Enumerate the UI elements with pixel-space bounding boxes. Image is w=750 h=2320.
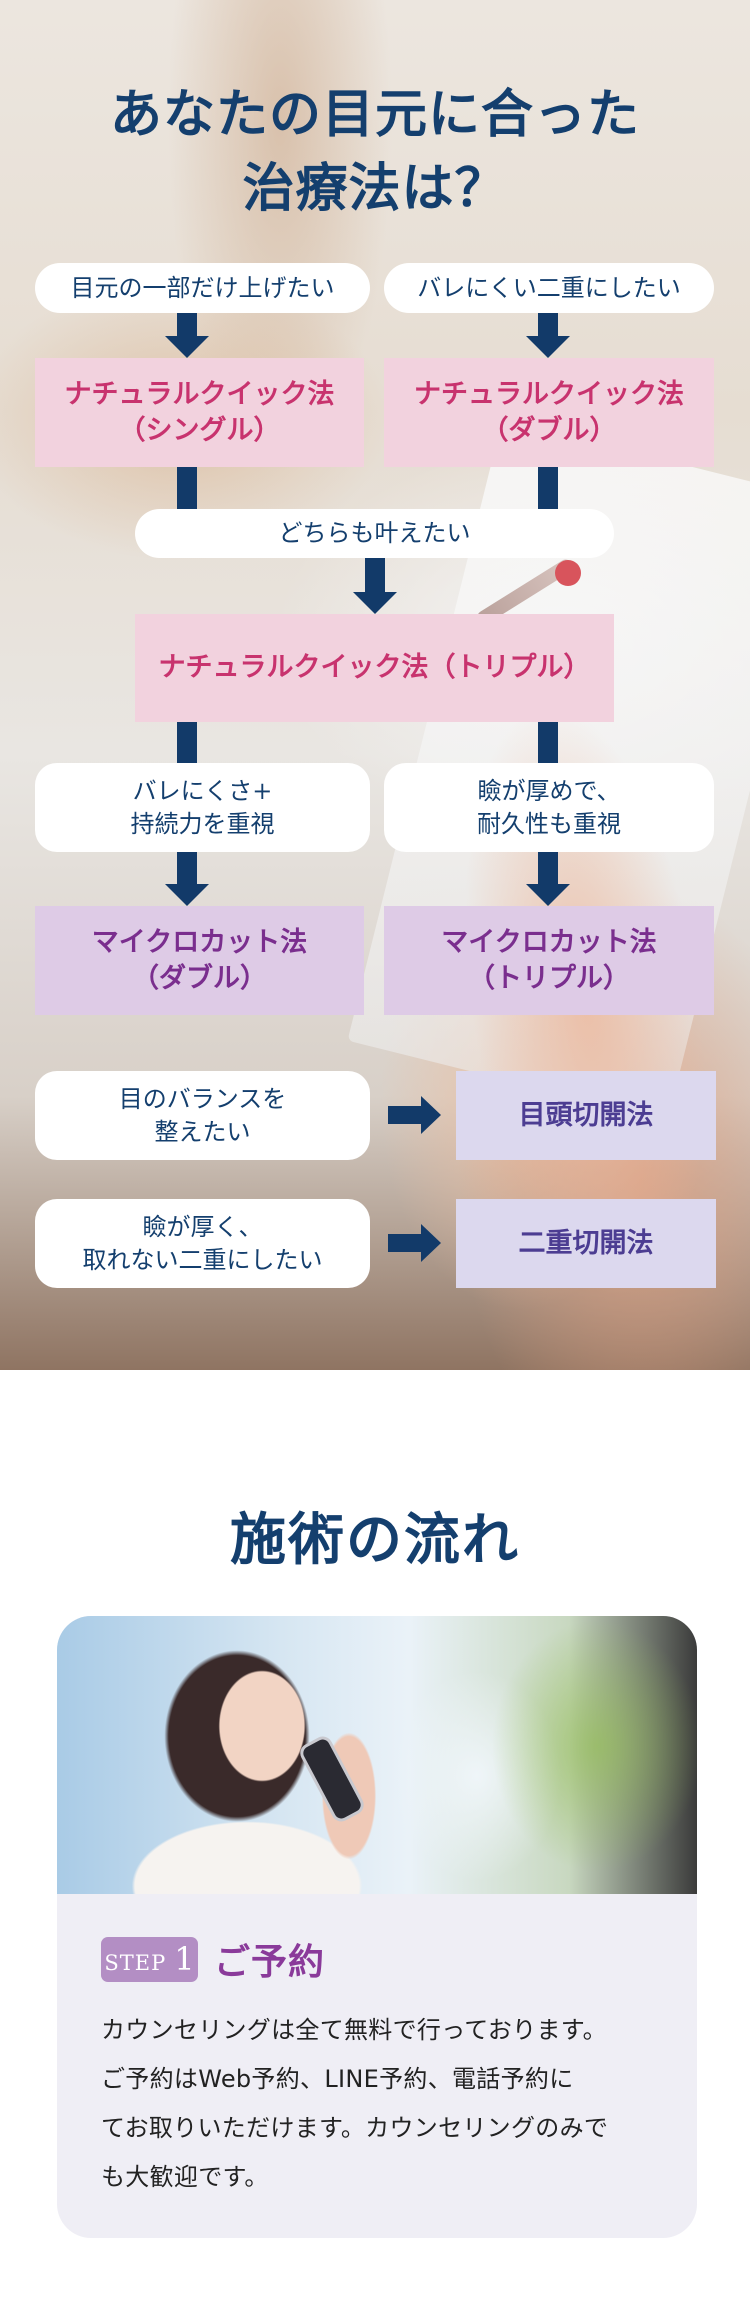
hero-title: あなたの目元に合った 治療法は？ xyxy=(0,78,750,226)
step-header: STEP 1 ご予約 xyxy=(101,1933,325,1985)
step-description-line: カウンセリングは全て無料で行っております。 xyxy=(101,2016,607,2044)
arrow-down-icon xyxy=(526,313,570,358)
connector-line xyxy=(538,722,558,763)
need-pill-permanent-double: 瞼が厚く、 取れない二重にしたい xyxy=(35,1199,370,1288)
need-pill-thick-eyelid-durable: 瞼が厚めで、 耐久性も重視 xyxy=(384,763,714,852)
need-pill-inconspicuous-durable: バレにくさ+ 持続力を重視 xyxy=(35,763,370,852)
connector-line xyxy=(538,467,558,509)
result-natural-quick-triple[interactable]: ナチュラルクイック法（トリプル） xyxy=(135,614,614,722)
step-description: カウンセリングは全て無料で行っております。 ご予約はWeb予約、LINE予約、電… xyxy=(101,2006,661,2202)
hero-title-line-2: 治療法は？ xyxy=(242,158,508,219)
arrow-right-icon xyxy=(388,1096,442,1134)
step-title: ご予約 xyxy=(214,1942,326,1983)
need-pill-both: どちらも叶えたい xyxy=(135,509,614,558)
need-pill-eye-balance: 目のバランスを 整えたい xyxy=(35,1071,370,1160)
result-double-eyelid-incision[interactable]: 二重切開法 xyxy=(456,1199,716,1288)
arrow-down-icon xyxy=(526,852,570,906)
step-description-line: ご予約はWeb予約、LINE予約、電話予約に xyxy=(101,2065,574,2093)
step-badge: STEP 1 xyxy=(101,1936,198,1982)
hero-title-line-1: あなたの目元に合った xyxy=(109,84,640,145)
arrow-down-icon xyxy=(353,558,397,614)
background-pen-cap-image xyxy=(555,560,581,586)
result-inner-corner-incision[interactable]: 目頭切開法 xyxy=(456,1071,716,1160)
result-microcut-triple[interactable]: マイクロカット法 （トリプル） xyxy=(384,906,714,1015)
arrow-down-icon xyxy=(165,852,209,906)
arrow-down-icon xyxy=(165,313,209,358)
result-natural-quick-single[interactable]: ナチュラルクイック法 （シングル） xyxy=(35,358,364,467)
step-number: 1 xyxy=(174,1939,195,1978)
need-pill-partial-lift: 目元の一部だけ上げたい xyxy=(35,263,370,313)
step-description-line: てお取りいただけます。カウンセリングのみで xyxy=(101,2114,609,2142)
need-pill-natural-double: バレにくい二重にしたい xyxy=(384,263,714,313)
result-microcut-double[interactable]: マイクロカット法 （ダブル） xyxy=(35,906,364,1015)
connector-line xyxy=(177,722,197,763)
step-description-line: も大歓迎です。 xyxy=(101,2163,269,2191)
step-photo-woman-on-phone xyxy=(57,1616,697,1894)
result-natural-quick-double[interactable]: ナチュラルクイック法 （ダブル） xyxy=(384,358,714,467)
procedure-section-title: 施術の流れ xyxy=(230,1507,520,1573)
step-card-1: STEP 1 ご予約 カウンセリングは全て無料で行っております。 ご予約はWeb… xyxy=(57,1616,697,2238)
connector-line xyxy=(177,467,197,509)
arrow-right-icon xyxy=(388,1224,442,1262)
step-label: STEP xyxy=(104,1950,167,1975)
